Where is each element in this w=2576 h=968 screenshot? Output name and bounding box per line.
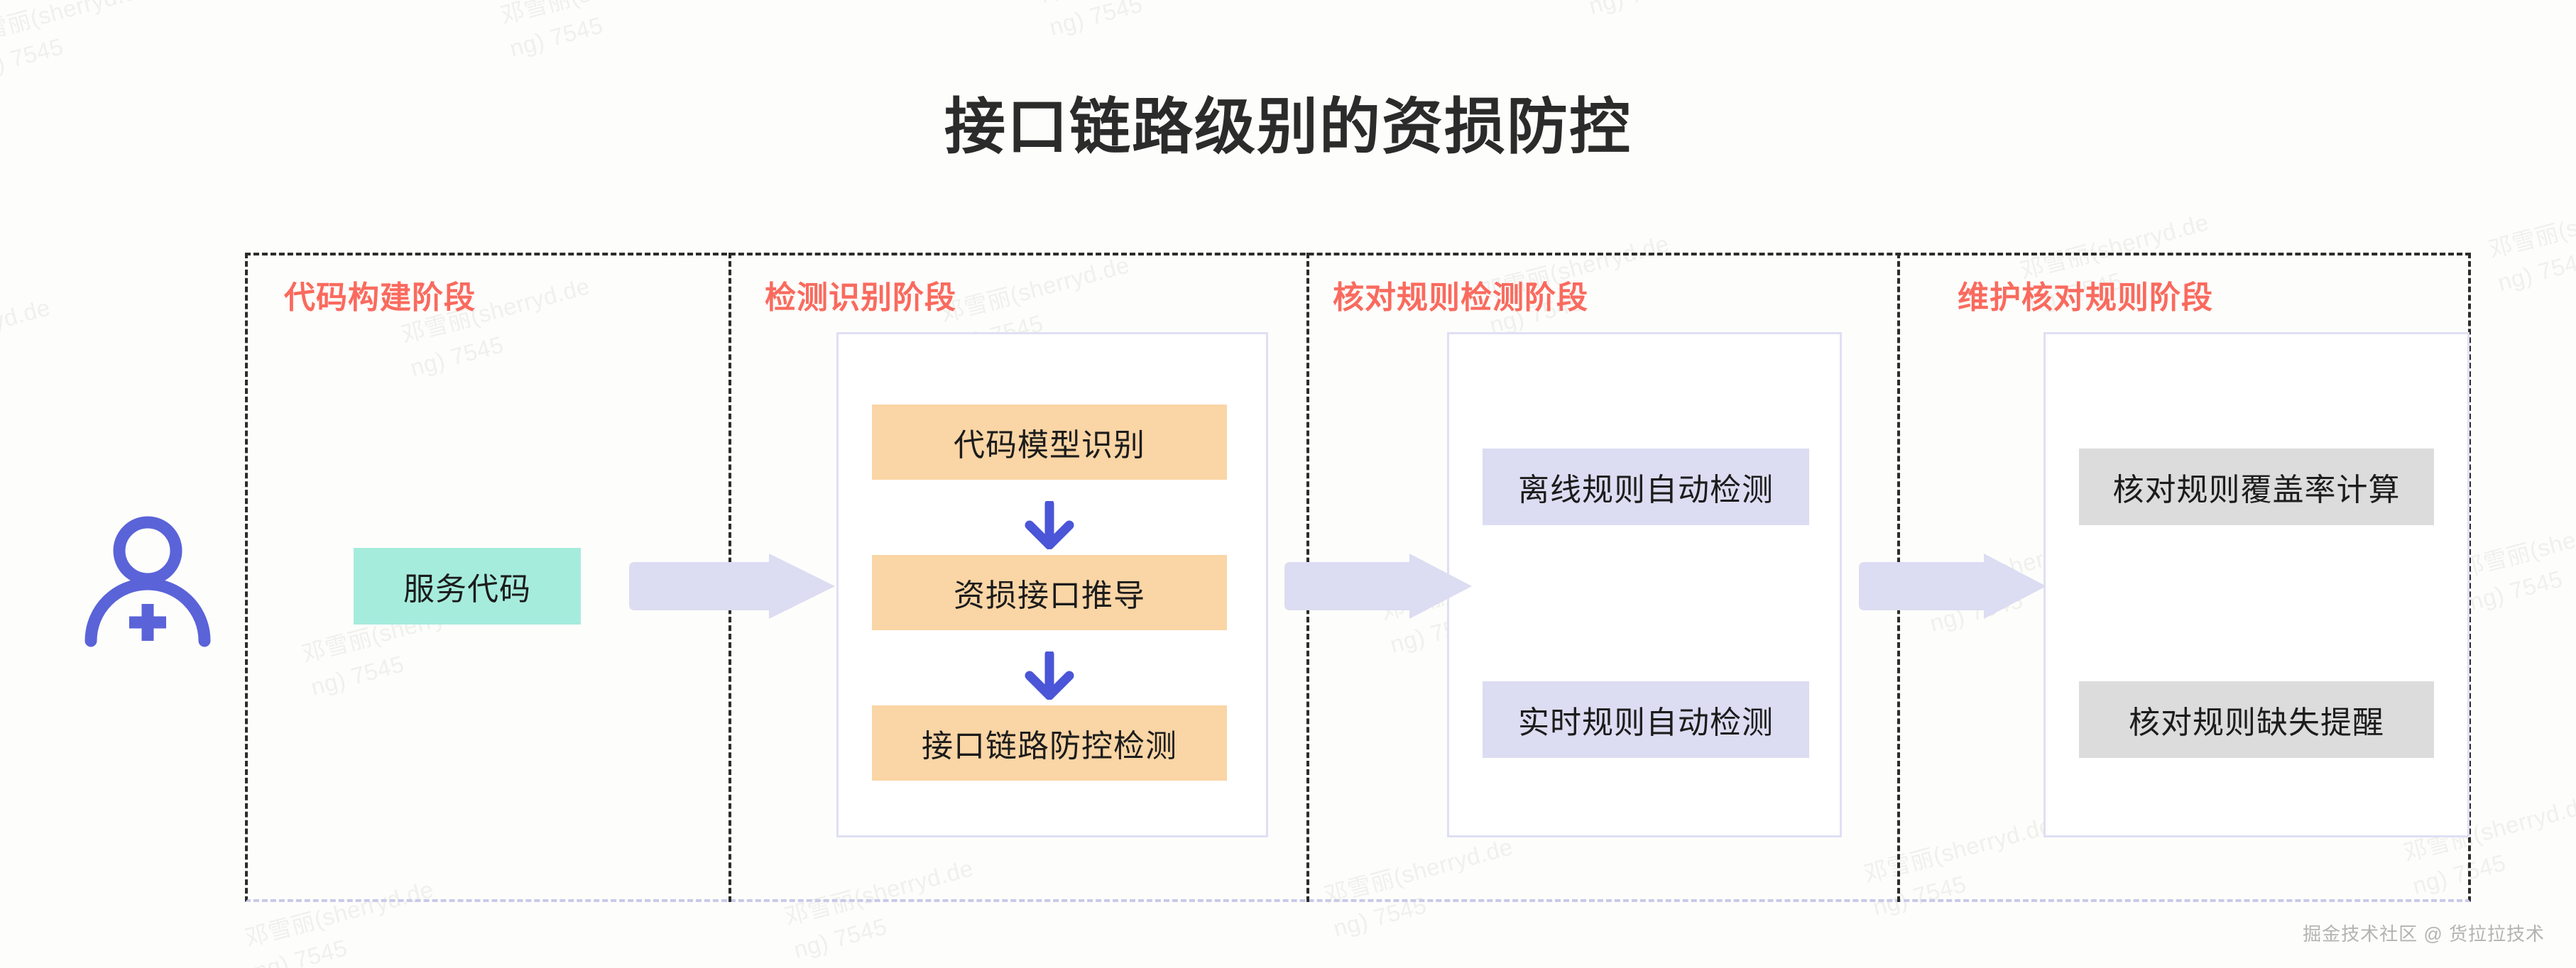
watermark-text: 邓雪丽(sherryd.de ng) 7545: [498, 0, 692, 62]
watermark-text: 邓雪丽(sherryd.de ng) 7545: [2457, 507, 2576, 615]
watermark-text: 邓雪丽(sherryd.de ng) 7545: [0, 294, 53, 370]
node-interface-chain-detection[interactable]: 接口链路防控检测: [872, 705, 1227, 781]
stage-label-1: 代码构建阶段: [284, 280, 476, 315]
flow-arrow-2: [1282, 554, 1473, 619]
watermark-text: 邓雪丽(sherryd.de ng) 7545: [1037, 0, 1231, 40]
stage-band-frame: [245, 253, 2471, 902]
watermark-text: 邓雪丽(sherryd.de ng) 7545: [2116, 0, 2320, 1]
stage-3-card: [1447, 332, 1842, 837]
node-offline-rule-auto-detect[interactable]: 离线规则自动检测: [1483, 449, 1809, 525]
footer-credit: 掘金技术社区 @ 货拉拉技术: [2303, 923, 2545, 945]
node-loss-interface-derivation[interactable]: 资损接口推导: [872, 555, 1227, 630]
stage-label-3: 核对规则检测阶段: [1333, 280, 1588, 315]
stage-label-2: 检测识别阶段: [765, 280, 956, 315]
down-arrow-2: [1022, 649, 1076, 700]
flow-arrow-3: [1856, 554, 2048, 619]
stage-4-card: [2043, 332, 2469, 837]
watermark-text: 邓雪丽(sherryd.de ng) 7545: [0, 0, 153, 83]
watermark-text: 邓雪丽(sherryd.de ng) 7545: [2486, 187, 2576, 296]
node-service-code[interactable]: 服务代码: [354, 548, 581, 625]
node-realtime-rule-auto-detect[interactable]: 实时规则自动检测: [1483, 681, 1809, 758]
flow-arrow-1: [623, 554, 836, 619]
stage-label-4: 维护核对规则阶段: [1958, 280, 2213, 315]
node-code-model-recognition[interactable]: 代码模型识别: [872, 405, 1227, 480]
watermark-text: 邓雪丽(sherryd.de ng) 7545: [1576, 0, 1781, 23]
person-add-icon: [77, 510, 219, 651]
node-rule-missing-reminder[interactable]: 核对规则缺失提醒: [2079, 681, 2434, 758]
node-rule-coverage-calculation[interactable]: 核对规则覆盖率计算: [2079, 449, 2434, 525]
down-arrow-1: [1022, 499, 1076, 550]
page-title: 接口链路级别的资损防控: [944, 93, 1632, 161]
